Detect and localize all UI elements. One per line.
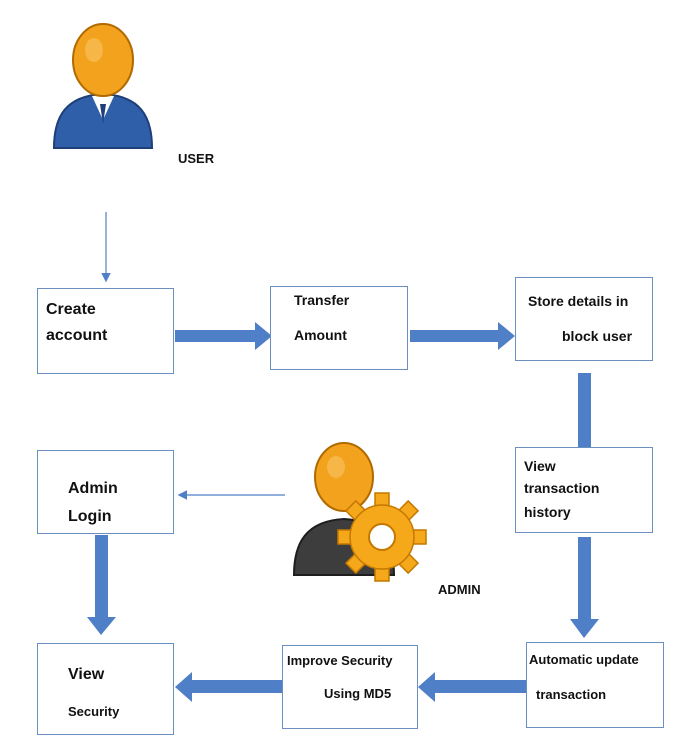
improve-security-box	[282, 645, 418, 729]
improve-to-view-security-arrow	[175, 672, 282, 702]
improve-security-line2: Using MD5	[324, 686, 392, 701]
admin-login-line1: Admin	[68, 480, 118, 497]
store-details-box	[515, 277, 653, 361]
view-history-box	[515, 447, 653, 533]
user-icon	[52, 23, 154, 149]
improve-security-line1: Improve Security	[287, 653, 393, 668]
admin-label: ADMIN	[438, 582, 481, 597]
view-history-line1: View	[524, 458, 556, 474]
transfer-amount-line1: Transfer	[294, 292, 350, 308]
create-to-transfer-arrow	[175, 322, 272, 350]
transfer-amount-line2: Amount	[294, 327, 347, 343]
create-account-line2: account	[46, 327, 108, 344]
update-to-improve-arrow	[418, 672, 527, 702]
view-security-line1: View	[68, 666, 105, 683]
transfer-to-store-arrow	[410, 322, 515, 350]
create-account-line1: Create	[46, 301, 96, 318]
store-details-line1: Store details in	[528, 293, 629, 309]
admin-login-box	[37, 450, 174, 534]
view-security-line2: Security	[68, 704, 120, 719]
user-label: USER	[178, 151, 215, 166]
view-security-box	[37, 643, 174, 735]
store-details-line2: block user	[562, 328, 633, 344]
transfer-amount-box	[270, 286, 408, 370]
admin-gear-icon	[292, 442, 427, 582]
create-account-box	[37, 288, 174, 374]
history-to-update-arrow	[570, 537, 599, 638]
admin-login-line2: Login	[68, 508, 112, 525]
automatic-update-line2: transaction	[536, 687, 607, 702]
automatic-update-line1: Automatic update	[529, 652, 639, 667]
view-history-line2: transaction	[524, 480, 600, 496]
view-history-line3: history	[524, 504, 571, 520]
automatic-update-box	[526, 642, 664, 728]
login-to-view-security-arrow	[87, 535, 116, 635]
